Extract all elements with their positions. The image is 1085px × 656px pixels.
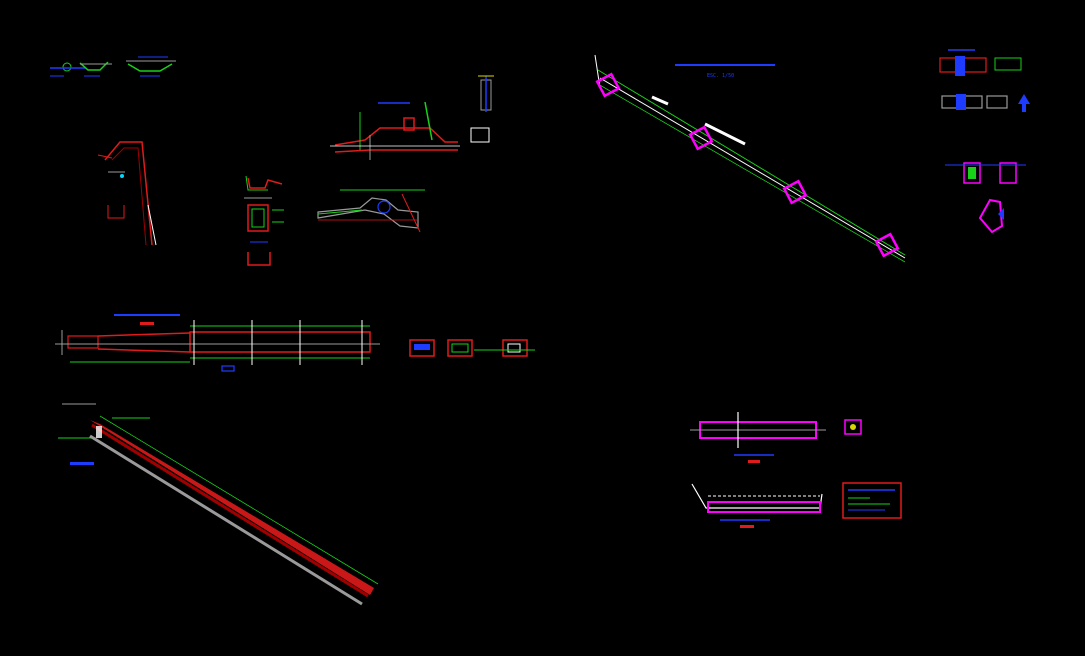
pipeline-profile-top-right <box>594 54 906 263</box>
manhole-details-right <box>939 49 1030 234</box>
inlet-structure-elevation <box>330 101 460 160</box>
small-section-details-top-left <box>50 56 176 77</box>
section-cuts-row <box>409 339 535 357</box>
inlet-plan-view <box>317 189 425 233</box>
legend-box[interactable] <box>842 482 902 519</box>
inclined-channel-profile <box>58 403 379 606</box>
box-culvert-details <box>244 175 284 266</box>
beam-detail-right <box>690 412 862 463</box>
profile-scale-label: ESC. 1/50 <box>707 73 734 79</box>
longitudinal-section <box>55 314 380 372</box>
vertical-wall-detail <box>97 141 157 246</box>
beam-section-right <box>691 483 823 528</box>
column-detail <box>470 75 494 143</box>
